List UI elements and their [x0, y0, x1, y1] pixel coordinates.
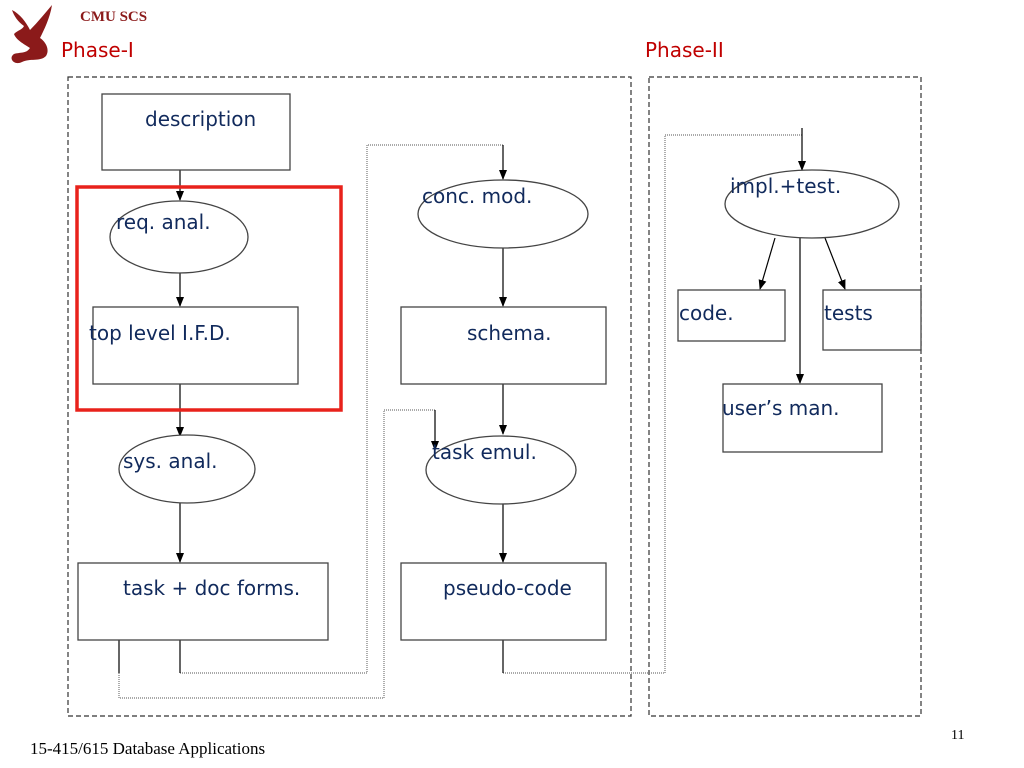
footer-course: 15-415/615 Database Applications — [30, 739, 265, 758]
phase-2-title: Phase-II — [645, 38, 724, 62]
label-task-emul: task emul. — [432, 440, 537, 464]
node-task-emul[interactable] — [425, 435, 577, 505]
node-req-anal[interactable] — [109, 200, 249, 274]
label-conc-mod: conc. mod. — [422, 184, 532, 208]
label-users-man: user’s man. — [722, 396, 840, 420]
dragon-logo — [11, 5, 52, 64]
label-code: code. — [679, 301, 734, 325]
node-code[interactable] — [677, 289, 786, 342]
node-conc-mod[interactable] — [417, 179, 589, 249]
label-task-doc-forms: task + doc forms. — [123, 576, 300, 600]
flow-arrows — [118, 128, 846, 673]
page-number: 11 — [951, 728, 964, 743]
label-sys-anal: sys. anal. — [123, 449, 218, 473]
node-sys-anal[interactable] — [118, 434, 256, 504]
org-label: CMU SCS — [80, 9, 147, 25]
label-top-level-ifd: top level I.F.D. — [89, 321, 231, 345]
label-impl-test: impl.+test. — [730, 174, 841, 198]
phase-1-container — [67, 76, 632, 717]
node-description[interactable] — [101, 93, 291, 171]
label-tests: tests — [824, 301, 873, 325]
phase-2-container — [648, 76, 922, 717]
node-schema[interactable] — [400, 306, 607, 385]
label-req-anal: req. anal. — [116, 210, 211, 234]
label-schema: schema. — [467, 321, 552, 345]
node-pseudo-code[interactable] — [400, 562, 607, 641]
node-users-man[interactable] — [722, 383, 883, 453]
phase-1-title: Phase-I — [61, 38, 134, 62]
node-tests[interactable] — [822, 289, 922, 351]
highlight-box — [75, 185, 343, 412]
node-impl-test[interactable] — [724, 169, 900, 239]
label-pseudo-code: pseudo-code — [443, 576, 572, 600]
feedback-connectors — [118, 134, 802, 699]
label-description: description — [145, 107, 256, 131]
node-task-doc-forms[interactable] — [77, 562, 329, 641]
node-top-level-ifd[interactable] — [92, 306, 299, 385]
